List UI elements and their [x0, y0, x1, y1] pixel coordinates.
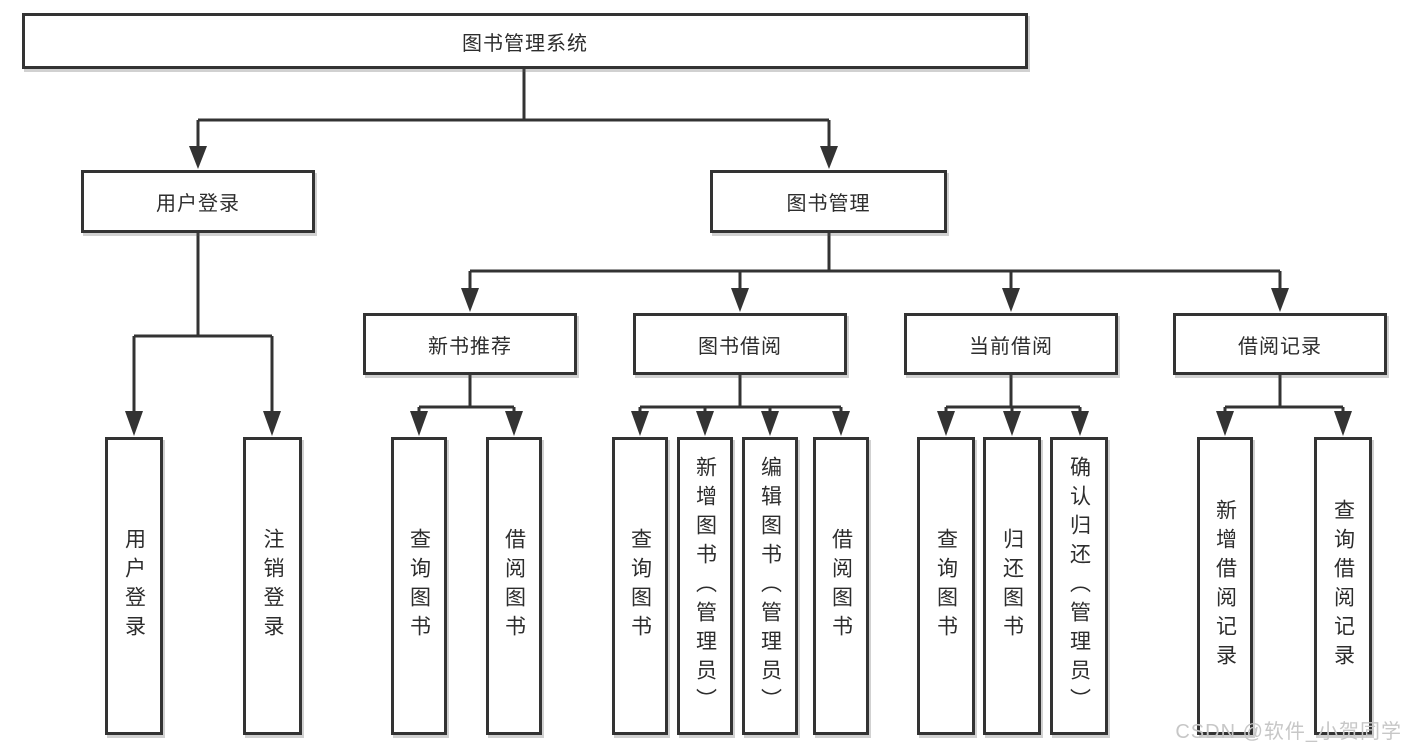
leaf-return-books: 归还图书	[983, 437, 1041, 735]
node-library-management-system: 图书管理系统	[22, 13, 1028, 69]
leaf-add-books-admin: 新增图书（管理员）	[677, 437, 733, 735]
leaf-query-borrow-record: 查询借阅记录	[1314, 437, 1372, 735]
node-current-borrowing: 当前借阅	[904, 313, 1118, 375]
csdn-watermark: CSDN @软件_小贺同学	[1175, 721, 1402, 743]
leaf-query-books-recommend: 查询图书	[391, 437, 447, 735]
leaf-borrow-books-recommend: 借阅图书	[486, 437, 542, 735]
node-user-login-branch: 用户登录	[81, 170, 315, 233]
leaf-user-login: 用户登录	[105, 437, 163, 735]
node-new-book-recommend: 新书推荐	[363, 313, 577, 375]
leaf-query-books-current: 查询图书	[917, 437, 975, 735]
leaf-borrow-books-borrowing: 借阅图书	[813, 437, 869, 735]
node-borrowing-records: 借阅记录	[1173, 313, 1387, 375]
leaf-query-books-borrowing: 查询图书	[612, 437, 668, 735]
node-book-borrowing: 图书借阅	[633, 313, 847, 375]
leaf-edit-books-admin: 编辑图书（管理员）	[742, 437, 798, 735]
leaf-logout: 注销登录	[243, 437, 302, 735]
leaf-add-borrow-record: 新增借阅记录	[1197, 437, 1253, 735]
leaf-confirm-return-admin: 确认归还（管理员）	[1050, 437, 1108, 735]
node-book-management-branch: 图书管理	[710, 170, 947, 233]
arrowhead-icons	[125, 146, 1352, 436]
